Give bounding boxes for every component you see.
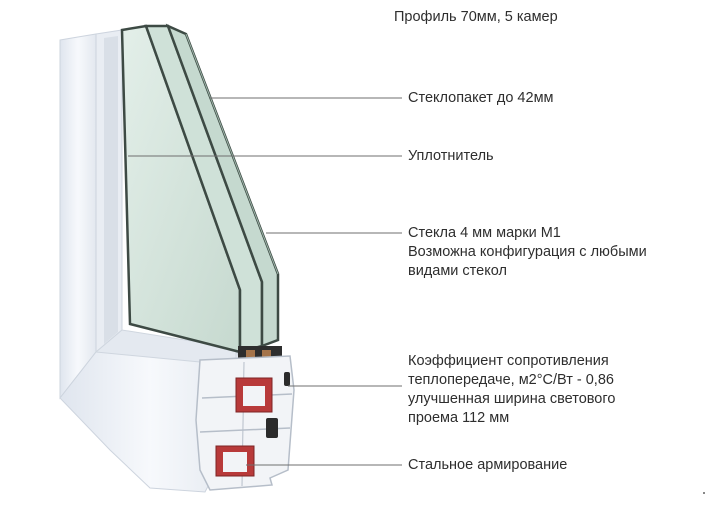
label-seal-line: Уплотнитель — [408, 148, 494, 164]
spacer-bar-right — [262, 350, 271, 362]
steel-reinforcement-upper-inner — [243, 386, 265, 406]
label-glass-unit: Стеклопакет до 42мм — [408, 89, 554, 108]
label-heat-line-3: улучшенная ширина светового — [408, 391, 616, 407]
label-glass-line-2: Возможна конфигурация с любыми — [408, 244, 647, 260]
label-glass-unit-line: Стеклопакет до 42мм — [408, 90, 554, 106]
label-heat: Коэффициент сопротивления теплопередаче,… — [408, 352, 615, 428]
sash-face — [104, 36, 118, 344]
label-heat-line-2: теплопередаче, м2°С/Вт - 0,86 — [408, 372, 614, 388]
corner-dot — [703, 492, 705, 494]
sash-bottom-face — [94, 329, 237, 363]
label-glass-line-3: видами стекол — [408, 263, 507, 279]
label-steel-line: Стальное армирование — [408, 457, 568, 473]
window-frame — [59, 29, 241, 493]
gasket-seal — [266, 418, 278, 438]
label-glass-line-1: Стекла 4 мм марки М1 — [408, 225, 561, 241]
glass-unit — [120, 23, 280, 354]
label-heat-line-4: проема 112 мм — [408, 410, 510, 426]
label-seal: Уплотнитель — [408, 147, 494, 166]
pvc-profile-section — [195, 355, 295, 491]
glass-edge-highlight — [185, 33, 279, 275]
gasket-seal — [284, 372, 290, 386]
steel-reinforcement-lower-inner — [223, 452, 247, 472]
label-heat-line-1: Коэффициент сопротивления — [408, 353, 609, 369]
label-glass: Стекла 4 мм марки М1 Возможна конфигурац… — [408, 224, 647, 281]
leader-lines — [128, 97, 402, 466]
label-profile-line: Профиль 70мм, 5 камер — [394, 9, 558, 25]
frame-outer-face — [59, 33, 97, 400]
label-profile: Профиль 70мм, 5 камер — [394, 8, 558, 27]
spacer-bar-left — [246, 350, 255, 362]
label-steel: Стальное армирование — [408, 456, 567, 475]
